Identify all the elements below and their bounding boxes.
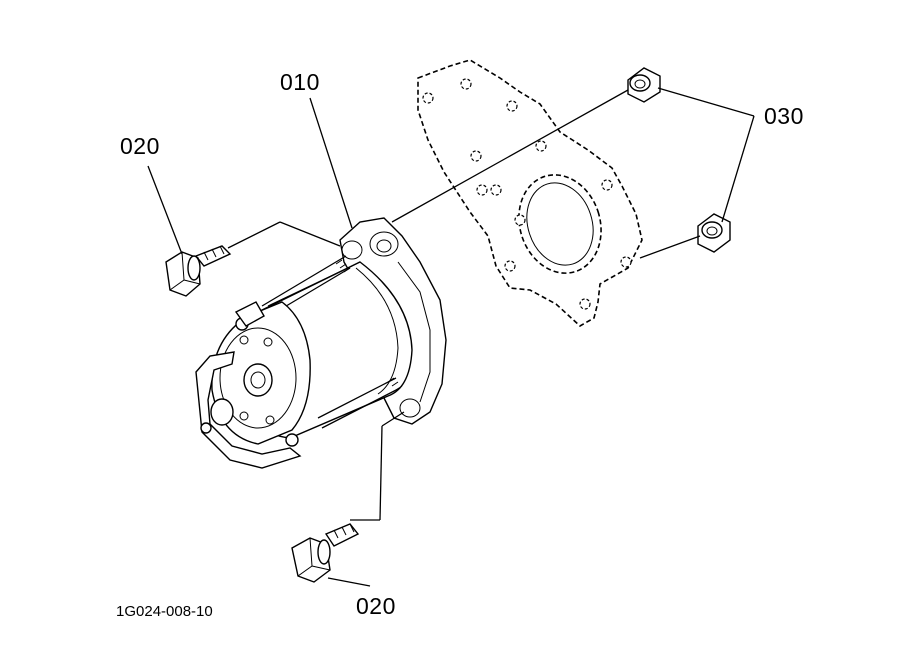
nut-lower: [697, 213, 731, 253]
callout-030: 030: [764, 103, 804, 129]
callout-020-lower: 020: [356, 593, 396, 619]
gasket-plate: [417, 59, 643, 327]
nut-upper: [627, 67, 661, 103]
bolt-lower: [291, 523, 360, 583]
callout-010: 010: [280, 69, 320, 95]
leader-lines: [147, 87, 755, 587]
bolt-upper: [165, 245, 232, 297]
starter-motor: [195, 217, 447, 469]
figure-code: 1G024-008-10: [116, 603, 213, 620]
callout-020-upper: 020: [120, 133, 160, 159]
